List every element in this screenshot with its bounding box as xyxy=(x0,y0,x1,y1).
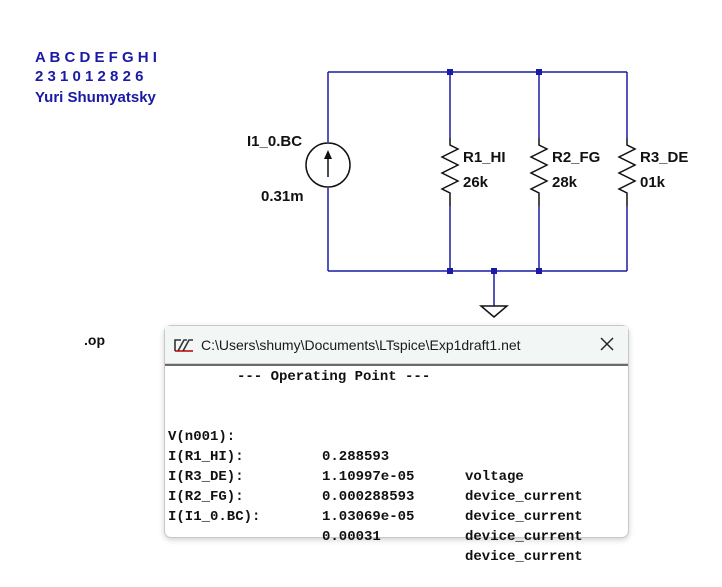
resistor-r2-value: 28k xyxy=(552,174,578,191)
window-titlebar[interactable]: C:\Users\shumy\Documents\LTspice\Exp1dra… xyxy=(165,326,628,364)
node-ground xyxy=(491,268,497,274)
op-row: I(I1_0.BC): 0.00031 device_current xyxy=(168,487,618,565)
resistor-r1-icon[interactable] xyxy=(440,138,460,206)
node-r2-bottom xyxy=(536,268,542,274)
header-author: Yuri Shumyatsky xyxy=(35,89,157,106)
op-row-name: I(R3_DE): xyxy=(168,469,244,485)
op-row: V(n001): 0.288593 voltage xyxy=(168,407,618,485)
current-source-name: I1_0.BC xyxy=(247,133,302,150)
spice-directive[interactable]: .op xyxy=(84,332,105,348)
op-row-name: I(R1_HI): xyxy=(168,449,244,465)
op-row-name: I(R2_FG): xyxy=(168,489,244,505)
op-row-kind: voltage xyxy=(465,469,524,485)
arrow-up-icon xyxy=(324,150,332,159)
operating-point-window[interactable]: C:\Users\shumy\Documents\LTspice\Exp1dra… xyxy=(164,325,629,565)
op-row-kind: device_current xyxy=(465,529,583,545)
node-r1-bottom xyxy=(447,268,453,274)
op-row-value: 1.03069e-05 xyxy=(322,509,415,525)
resistor-r3-name: R3_DE xyxy=(640,149,688,166)
junction-nodes xyxy=(447,69,542,274)
ground-icon[interactable] xyxy=(478,305,510,318)
op-row-name: I(I1_0.BC): xyxy=(168,509,261,525)
current-source-value: 0.31m xyxy=(261,188,304,205)
resistor-r3-value: 01k xyxy=(640,174,666,191)
op-row-value: 1.10997e-05 xyxy=(322,469,415,485)
op-row-kind: device_current xyxy=(465,489,583,505)
op-row-kind: device_current xyxy=(465,509,583,525)
node-r1-top xyxy=(447,69,453,75)
op-row-value: 0.000288593 xyxy=(322,489,415,505)
op-row-value: 0.288593 xyxy=(322,449,390,465)
schematic-canvas[interactable]: A B C D E F G H I 2 3 1 0 1 2 8 2 6 Yuri… xyxy=(0,0,722,561)
current-source-symbol[interactable] xyxy=(305,142,351,188)
op-row-name: V(n001): xyxy=(168,429,236,445)
op-row: I(R3_DE): 0.000288593 device_current xyxy=(168,447,618,525)
op-row-value: 0.00031 xyxy=(322,529,381,545)
resistor-r2-name: R2_FG xyxy=(552,149,600,166)
op-row: I(R1_HI): 1.10997e-05 device_current xyxy=(168,427,618,505)
window-title: C:\Users\shumy\Documents\LTspice\Exp1dra… xyxy=(201,336,521,353)
header-digits: 2 3 1 0 1 2 8 2 6 xyxy=(35,68,143,85)
resistor-r3-icon[interactable] xyxy=(617,138,637,206)
current-source-circle xyxy=(305,142,351,188)
close-icon[interactable] xyxy=(596,333,618,355)
resistor-r2-icon[interactable] xyxy=(529,138,549,206)
header-letters: A B C D E F G H I xyxy=(35,49,157,66)
resistor-r1-value: 26k xyxy=(463,174,489,191)
operating-point-rows: V(n001): 0.288593 voltage I(R1_HI): 1.10… xyxy=(168,407,618,565)
ltspice-app-icon xyxy=(173,336,195,354)
node-r2-top xyxy=(536,69,542,75)
wires[interactable] xyxy=(327,71,628,306)
operating-point-output[interactable]: --- Operating Point --- V(n001): 0.28859… xyxy=(165,364,628,565)
op-row-kind: device_current xyxy=(465,549,583,565)
op-row: I(R2_FG): 1.03069e-05 device_current xyxy=(168,467,618,545)
resistor-r1-name: R1_HI xyxy=(463,149,506,166)
operating-point-heading: --- Operating Point --- xyxy=(237,369,431,385)
